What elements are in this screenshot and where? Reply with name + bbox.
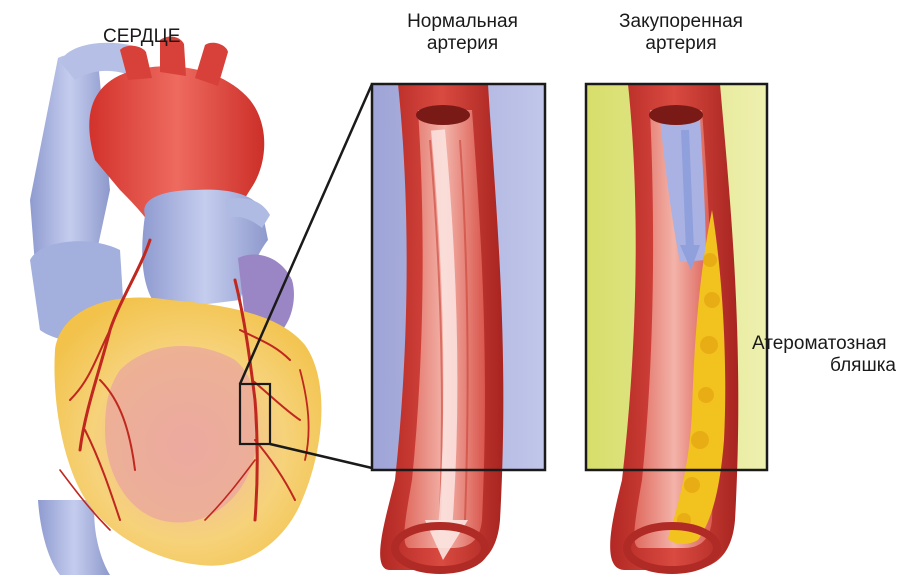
- plaque-label-line1: Атероматозная: [752, 333, 902, 355]
- normal-artery-panel: [372, 84, 545, 570]
- plaque-label-line2: бляшка: [752, 355, 902, 377]
- blocked-flow-arrow: [685, 130, 690, 250]
- blocked-artery-label-line2: артерия: [596, 33, 766, 55]
- blocked-artery-label: Закупоренная артерия: [596, 11, 766, 55]
- plaque-label: Атероматозная бляшка: [752, 333, 902, 377]
- normal-artery-label-line1: Нормальная: [385, 11, 540, 33]
- normal-artery-label: Нормальная артерия: [385, 11, 540, 55]
- blocked-artery-top-opening: [649, 105, 703, 125]
- normal-artery-top-opening: [416, 105, 470, 125]
- heart-illustration: [30, 37, 321, 575]
- blocked-artery-label-line1: Закупоренная: [596, 11, 766, 33]
- normal-artery-label-line2: артерия: [385, 33, 540, 55]
- heart-label: СЕРДЦЕ: [103, 26, 180, 48]
- blocked-artery-panel: [586, 84, 767, 570]
